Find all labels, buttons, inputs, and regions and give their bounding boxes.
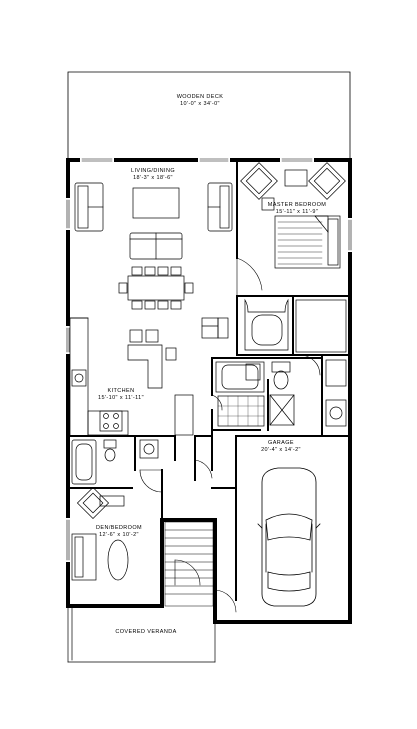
windows <box>66 158 352 562</box>
wooden-deck-name: WOODEN DECK <box>176 94 224 100</box>
den-bedroom-size: 12'-6" x 10'-2" <box>99 532 139 538</box>
entry-stairs <box>164 521 214 607</box>
garage-size: 20'-4" x 14'-2" <box>261 447 301 453</box>
kitchen-furniture <box>69 317 229 437</box>
den-furniture <box>71 486 129 581</box>
living-dining-size: 18'-3" x 18'-6" <box>133 175 173 181</box>
living-furniture <box>74 182 233 310</box>
covered-veranda <box>67 605 216 663</box>
interior-walls <box>67 159 351 601</box>
kitchen-size: 15'-10" x 11'-11" <box>98 395 144 401</box>
master-bedroom-name: MASTER BEDROOM <box>267 202 327 208</box>
bathroom-fixtures <box>71 298 347 485</box>
master-bedroom-size: 15'-11" x 11'-9" <box>275 209 319 215</box>
living-dining-name: LIVING/DINING <box>130 168 175 174</box>
garage-name: GARAGE <box>268 440 294 446</box>
master-furniture <box>240 162 346 269</box>
covered-veranda-name: COVERED VERANDA <box>115 629 177 635</box>
wooden-deck <box>67 71 351 161</box>
kitchen-name: KITCHEN <box>107 388 135 394</box>
garage-car <box>257 467 321 607</box>
doors <box>139 257 321 613</box>
wooden-deck-size: 10'-0" x 34'-0" <box>180 101 220 107</box>
den-bedroom-name: DEN/BEDROOM <box>96 525 142 531</box>
